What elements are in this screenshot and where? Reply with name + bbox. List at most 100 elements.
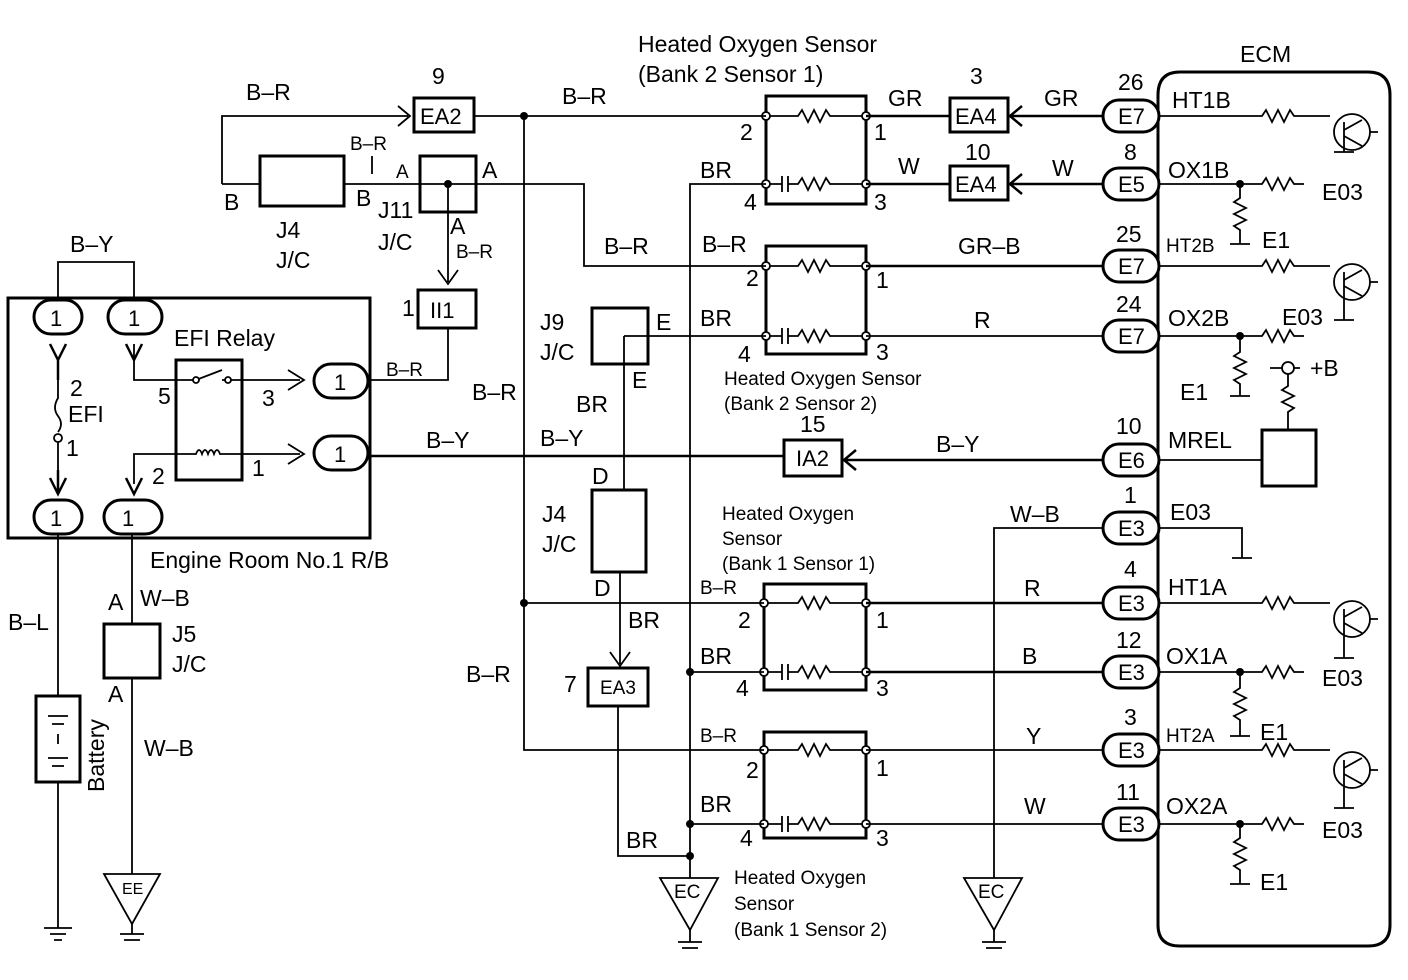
wire-color-label: B xyxy=(1022,643,1037,669)
relay-output-connector[interactable] xyxy=(312,434,370,472)
connector-pin: 1 xyxy=(122,506,134,531)
pin-4: 4 xyxy=(744,189,757,215)
pin-name-ht1a: HT1A xyxy=(1168,574,1227,600)
ecm-pin-num: 8 xyxy=(1124,139,1137,165)
sensor-title: Heated Oxygen Sensor xyxy=(638,31,877,57)
connector-pin: 9 xyxy=(432,63,445,89)
connector-pin: 15 xyxy=(800,411,826,437)
wire-color-label: B–R xyxy=(456,242,493,263)
pin-1: 1 xyxy=(874,119,887,145)
efi-relay-label: EFI Relay xyxy=(174,325,275,351)
pin-a-label: A xyxy=(108,681,124,707)
wire-color-label: B–R xyxy=(702,231,747,257)
connector-ea3[interactable] xyxy=(586,666,650,708)
ecm-pin-num: 12 xyxy=(1116,627,1142,653)
connector-ea4-top[interactable] xyxy=(948,96,1010,134)
relay-output-connector[interactable] xyxy=(312,362,370,400)
junction-j4-mid[interactable] xyxy=(590,488,648,574)
junction-label: J9 xyxy=(540,309,564,335)
junction-label: J4 xyxy=(542,501,567,527)
wire-color-label: B–Y xyxy=(936,431,979,457)
wire-color-label: W xyxy=(1024,793,1046,819)
junction-j5[interactable] xyxy=(102,622,162,680)
ground-label-e03: E03 xyxy=(1282,304,1323,330)
ecm-pin-num: 3 xyxy=(1124,704,1137,730)
wire-color-label: W xyxy=(1052,155,1074,181)
relay-connector[interactable] xyxy=(106,298,164,336)
pin-3: 3 xyxy=(876,825,889,851)
ground-label-e03: E03 xyxy=(1322,817,1363,843)
wire-color-label: W xyxy=(898,153,920,179)
connector-pin: 7 xyxy=(564,671,577,697)
pin-name-ox1a: OX1A xyxy=(1166,643,1228,669)
pin-d-label: D xyxy=(592,463,609,489)
pin-name-ht2b: HT2B xyxy=(1166,236,1215,257)
connector-ii1[interactable] xyxy=(416,288,478,330)
sensor-title: Heated Oxygen xyxy=(734,868,866,889)
pin-a-label: A xyxy=(108,589,124,615)
wire-color-label: B–Y xyxy=(426,427,469,453)
junction-label: J4 xyxy=(276,217,301,243)
pin-2: 2 xyxy=(740,119,753,145)
relay-pin: 5 xyxy=(158,383,171,409)
relay-pin: 3 xyxy=(262,385,275,411)
connector-label: II1 xyxy=(430,298,454,323)
sensor-title: Heated Oxygen Sensor xyxy=(724,369,922,390)
wire-color-label: B–R xyxy=(700,726,737,747)
ground-label-e03: E03 xyxy=(1322,179,1363,205)
sensor-subtitle: (Bank 2 Sensor 1) xyxy=(638,61,823,87)
ecm-title: ECM xyxy=(1240,41,1291,67)
b-y-mrel-wire: B–Y B–Y IA2 15 B–Y xyxy=(368,411,1103,478)
junction-jc-label: J/C xyxy=(378,229,413,255)
wire-color-label: R xyxy=(1024,575,1041,601)
relay-bottom-connector[interactable] xyxy=(102,498,164,536)
relay-pin: 1 xyxy=(252,455,265,481)
pin-4: 4 xyxy=(736,675,749,701)
connector-label: IA2 xyxy=(796,446,829,471)
sensor-title: Sensor xyxy=(722,529,783,550)
br-ground-bus: BR BR BR E E J9 J/C BR BR D D J4 J/C BR … xyxy=(540,157,766,949)
ecm-pin-num: 25 xyxy=(1116,221,1142,247)
connector-ia2[interactable] xyxy=(782,438,844,478)
ground-ec-label: EC xyxy=(978,882,1004,903)
pin-name-ht2a: HT2A xyxy=(1166,726,1215,747)
ecm-conn-label: E3 xyxy=(1118,660,1145,685)
wire-color-label: W–B xyxy=(140,585,190,611)
sensor-subtitle: (Bank 1 Sensor 1) xyxy=(722,554,875,575)
ecm-pin-num: 24 xyxy=(1116,291,1142,317)
wire-color-label: B–R xyxy=(472,379,517,405)
wire-color-label: Y xyxy=(1026,723,1041,749)
fuse-pin: 1 xyxy=(66,435,79,461)
ecm-conn-label: E3 xyxy=(1118,591,1145,616)
ecm-conn-label: E7 xyxy=(1118,104,1145,129)
connector-pin: 1 xyxy=(334,442,346,467)
junction-j4-top[interactable] xyxy=(258,154,346,208)
connector-pin: 1 xyxy=(50,306,62,331)
ecm-pin-num: 10 xyxy=(1116,413,1142,439)
pin-b-label: B xyxy=(356,185,371,211)
pin-b-label: B xyxy=(224,189,239,215)
ecm-pin-pills: E7 26 E5 8 E7 25 E7 24 E6 10 E3 1 E3 4 E… xyxy=(1101,69,1161,842)
connector-ea2[interactable] xyxy=(412,96,476,134)
ground-label-e1: E1 xyxy=(1262,227,1290,253)
pin-1: 1 xyxy=(876,755,889,781)
pin-name-ht1b: HT1B xyxy=(1172,87,1231,113)
connector-pin: 1 xyxy=(334,370,346,395)
pin-name-mrel: MREL xyxy=(1168,427,1232,453)
plus-b-label: +B xyxy=(1310,355,1339,381)
pin-2: 2 xyxy=(738,607,751,633)
sensor-title: Heated Oxygen xyxy=(722,504,854,525)
pin-2: 2 xyxy=(746,265,759,291)
junction-jc-label: J/C xyxy=(172,651,207,677)
pin-3: 3 xyxy=(876,339,889,365)
ecm-conn-label: E5 xyxy=(1118,172,1145,197)
pin-3: 3 xyxy=(876,675,889,701)
ecm-conn-label: E7 xyxy=(1118,254,1145,279)
battery-label: Battery xyxy=(83,719,109,792)
wire-color-label: BR xyxy=(628,607,660,633)
junction-label: J5 xyxy=(172,621,196,647)
sensor-subtitle: (Bank 1 Sensor 2) xyxy=(734,920,887,941)
wire-color-label: B–R xyxy=(700,578,737,599)
ecm-pin-num: 26 xyxy=(1118,69,1144,95)
